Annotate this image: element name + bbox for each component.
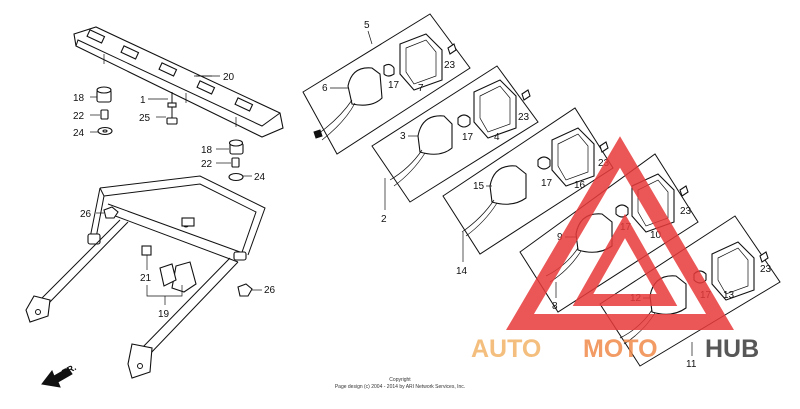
callout-15: 15 bbox=[473, 181, 485, 192]
callout-19: 19 bbox=[158, 309, 170, 320]
bracket-assembly bbox=[73, 26, 284, 138]
callout-5: 5 bbox=[364, 20, 370, 31]
callout-26b: 26 bbox=[264, 285, 276, 296]
callout-14: 14 bbox=[456, 266, 468, 277]
watermark-triangle-outer bbox=[506, 136, 734, 330]
collar-22b bbox=[231, 157, 240, 168]
washer-24 bbox=[97, 126, 113, 136]
callout-13: 13 bbox=[723, 290, 735, 301]
callout-24b: 24 bbox=[254, 172, 266, 183]
watermark-text-moto: MOTO bbox=[583, 335, 658, 363]
nut-26a bbox=[103, 206, 119, 219]
nut-26b bbox=[237, 283, 253, 297]
callout-23b: 23 bbox=[518, 112, 530, 123]
front-direction-arrow-icon bbox=[41, 367, 73, 388]
callout-17c: 17 bbox=[541, 178, 553, 189]
callout-2: 2 bbox=[381, 214, 387, 225]
callout-21: 21 bbox=[140, 273, 152, 284]
callout-17: 17 bbox=[388, 80, 400, 91]
turn-signal-assembly-14 bbox=[461, 127, 609, 237]
callout-22: 22 bbox=[73, 111, 85, 122]
callout-25: 25 bbox=[139, 113, 151, 124]
automotohub-watermark: AUTO MOTO HUB bbox=[471, 136, 759, 363]
callout-18b: 18 bbox=[201, 145, 213, 156]
callout-23d: 23 bbox=[680, 206, 692, 217]
watermark-text-auto: AUTO bbox=[471, 335, 541, 363]
grommet-18 bbox=[96, 86, 112, 103]
callout-20: 20 bbox=[223, 72, 235, 83]
callout-26: 26 bbox=[80, 209, 92, 220]
nut-21 bbox=[141, 245, 152, 256]
callout-11: 11 bbox=[686, 359, 697, 370]
grommet-18b bbox=[228, 139, 244, 155]
copyright-line-1: Copyright bbox=[389, 377, 411, 383]
callout-10: 10 bbox=[650, 230, 662, 241]
callout-23c: 23 bbox=[598, 158, 610, 169]
callout-1: 1 bbox=[140, 95, 146, 106]
front-direction-label: FR. bbox=[60, 362, 77, 378]
bolt-25 bbox=[166, 92, 178, 125]
callout-7: 7 bbox=[418, 83, 424, 94]
callout-23: 23 bbox=[444, 60, 456, 71]
collar-22 bbox=[100, 109, 109, 120]
callout-4: 4 bbox=[494, 132, 500, 143]
callout-24: 24 bbox=[73, 128, 85, 139]
callout-6: 6 bbox=[322, 83, 328, 94]
callout-3: 3 bbox=[400, 131, 406, 142]
left-callouts: 20 18 1 22 25 24 18 22 24 26 21 19 26 bbox=[73, 72, 276, 320]
watermark-text-hub: HUB bbox=[705, 335, 759, 363]
copyright-line-2: Page design (c) 2004 - 2014 by ARI Netwo… bbox=[335, 384, 465, 390]
watermark-triangle-inner bbox=[572, 213, 678, 306]
callout-16: 16 bbox=[574, 180, 586, 191]
callout-23e: 23 bbox=[760, 264, 772, 275]
callout-9: 9 bbox=[557, 232, 563, 243]
turn-signal-assembly-5 bbox=[313, 33, 457, 141]
callout-8: 8 bbox=[552, 301, 558, 312]
callout-17b: 17 bbox=[462, 132, 474, 143]
turn-signal-assembly-2 bbox=[389, 79, 531, 187]
callout-18: 18 bbox=[73, 93, 85, 104]
callout-22b: 22 bbox=[201, 159, 213, 170]
rear-rack-frame bbox=[25, 175, 266, 379]
washer-24b bbox=[228, 172, 244, 182]
